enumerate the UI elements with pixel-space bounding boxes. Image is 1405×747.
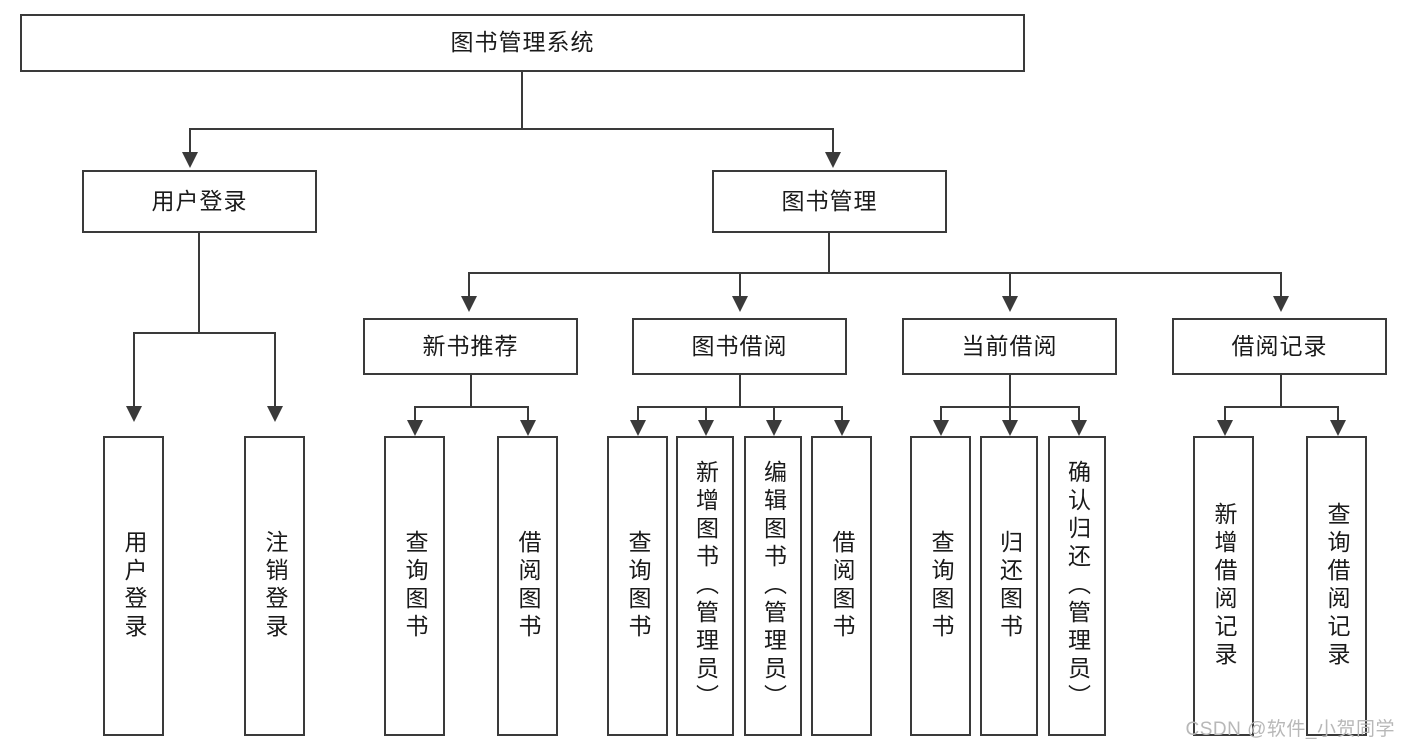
node-book-borrow[interactable]: 图书借阅 <box>632 318 847 375</box>
connector-book-manage-drop-1 <box>468 272 470 298</box>
connector-book-borrow-drop-1 <box>637 406 639 422</box>
connector-new-book-drop-2 <box>527 406 529 422</box>
connector-book-borrow-drop-4 <box>841 406 843 422</box>
node-label: 查询图书 <box>625 530 651 642</box>
connector-current-borrow-drop-2 <box>1009 406 1011 422</box>
connector-new-book-drop-1 <box>414 406 416 422</box>
node-label: 归还图书 <box>996 530 1023 642</box>
node-current-borrow[interactable]: 当前借阅 <box>902 318 1117 375</box>
leaf-book-borrow-borrow[interactable]: 借阅图书 <box>811 436 872 736</box>
node-label: 新增借阅记录 <box>1211 502 1237 670</box>
node-label: 新增图书（管理员） <box>692 460 719 712</box>
node-label: 借阅记录 <box>1231 332 1328 359</box>
arrowhead-book-borrow-1 <box>630 420 646 436</box>
node-label: 当前借阅 <box>961 332 1058 359</box>
leaf-book-borrow-edit[interactable]: 编辑图书（管理员） <box>744 436 802 736</box>
node-label: 新书推荐 <box>422 332 519 359</box>
node-label: 借阅图书 <box>515 530 541 642</box>
leaf-current-borrow-confirm[interactable]: 确认归还（管理员） <box>1048 436 1106 736</box>
leaf-book-borrow-query[interactable]: 查询图书 <box>607 436 668 736</box>
arrowhead-borrow-record-1 <box>1217 420 1233 436</box>
connector-book-manage-stem <box>828 233 830 273</box>
node-label: 编辑图书（管理员） <box>760 460 787 712</box>
node-user-login[interactable]: 用户登录 <box>82 170 317 233</box>
node-root-system[interactable]: 图书管理系统 <box>20 14 1025 72</box>
node-label: 图书借阅 <box>691 332 788 359</box>
node-new-book-recommend[interactable]: 新书推荐 <box>363 318 578 375</box>
arrowhead-to-user-login <box>182 152 198 168</box>
connector-borrow-record-drop-2 <box>1337 406 1339 422</box>
node-label: 查询借阅记录 <box>1324 502 1350 670</box>
leaf-borrow-record-query[interactable]: 查询借阅记录 <box>1306 436 1367 736</box>
arrowhead-user-login-1 <box>126 406 142 422</box>
node-label: 借阅图书 <box>829 530 855 642</box>
leaf-current-borrow-return[interactable]: 归还图书 <box>980 436 1038 736</box>
arrowhead-current-borrow-3 <box>1071 420 1087 436</box>
connector-borrow-record-drop-1 <box>1224 406 1226 422</box>
connector-borrow-record-stem <box>1280 375 1282 407</box>
arrowhead-to-book-borrow <box>732 296 748 312</box>
connector-user-login-drop-1 <box>133 332 135 408</box>
arrowhead-book-borrow-3 <box>766 420 782 436</box>
arrowhead-new-book-2 <box>520 420 536 436</box>
node-label: 用户登录 <box>121 530 147 642</box>
arrowhead-book-borrow-2 <box>698 420 714 436</box>
connector-new-book-bus <box>414 406 528 408</box>
connector-new-book-stem <box>470 375 472 407</box>
node-label: 图书管理 <box>781 187 878 214</box>
connector-book-manage-drop-2 <box>739 272 741 298</box>
node-label: 确认归还（管理员） <box>1064 460 1091 712</box>
arrowhead-borrow-record-2 <box>1330 420 1346 436</box>
node-borrow-record[interactable]: 借阅记录 <box>1172 318 1387 375</box>
arrowhead-new-book-1 <box>407 420 423 436</box>
watermark: CSDN @软件_小贺同学 <box>1185 719 1395 740</box>
leaf-new-book-borrow[interactable]: 借阅图书 <box>497 436 558 736</box>
connector-root-stem <box>521 72 523 129</box>
connector-borrow-record-bus <box>1224 406 1338 408</box>
leaf-user-login-signout[interactable]: 注销登录 <box>244 436 305 736</box>
connector-current-borrow-drop-1 <box>940 406 942 422</box>
leaf-book-borrow-add[interactable]: 新增图书（管理员） <box>676 436 734 736</box>
leaf-new-book-query[interactable]: 查询图书 <box>384 436 445 736</box>
arrowhead-to-current-borrow <box>1002 296 1018 312</box>
connector-root-drop-2 <box>832 128 834 154</box>
node-label: 查询图书 <box>928 530 954 642</box>
connector-current-borrow-drop-3 <box>1078 406 1080 422</box>
node-book-management[interactable]: 图书管理 <box>712 170 947 233</box>
leaf-user-login-signin[interactable]: 用户登录 <box>103 436 164 736</box>
connector-user-login-bus <box>133 332 276 334</box>
connector-book-manage-drop-3 <box>1009 272 1011 298</box>
connector-root-drop-1 <box>189 128 191 154</box>
node-label: 查询图书 <box>402 530 428 642</box>
node-label: 用户登录 <box>151 187 248 214</box>
connector-book-borrow-stem <box>739 375 741 407</box>
connector-book-manage-drop-4 <box>1280 272 1282 298</box>
connector-book-borrow-drop-3 <box>773 406 775 422</box>
connector-user-login-stem <box>198 233 200 333</box>
node-label: 注销登录 <box>262 530 288 642</box>
arrowhead-current-borrow-2 <box>1002 420 1018 436</box>
arrowhead-book-borrow-4 <box>834 420 850 436</box>
connector-root-bus <box>189 128 833 130</box>
arrowhead-user-login-2 <box>267 406 283 422</box>
leaf-current-borrow-query[interactable]: 查询图书 <box>910 436 971 736</box>
arrowhead-current-borrow-1 <box>933 420 949 436</box>
node-label: 图书管理系统 <box>450 29 595 56</box>
connector-book-manage-bus <box>468 272 1282 274</box>
arrowhead-to-book-manage <box>825 152 841 168</box>
arrowhead-to-borrow-record <box>1273 296 1289 312</box>
arrowhead-to-new-book <box>461 296 477 312</box>
leaf-borrow-record-add[interactable]: 新增借阅记录 <box>1193 436 1254 736</box>
connector-book-borrow-bus <box>637 406 842 408</box>
connector-book-borrow-drop-2 <box>705 406 707 422</box>
connector-user-login-drop-2 <box>274 332 276 408</box>
connector-current-borrow-stem <box>1009 375 1011 407</box>
